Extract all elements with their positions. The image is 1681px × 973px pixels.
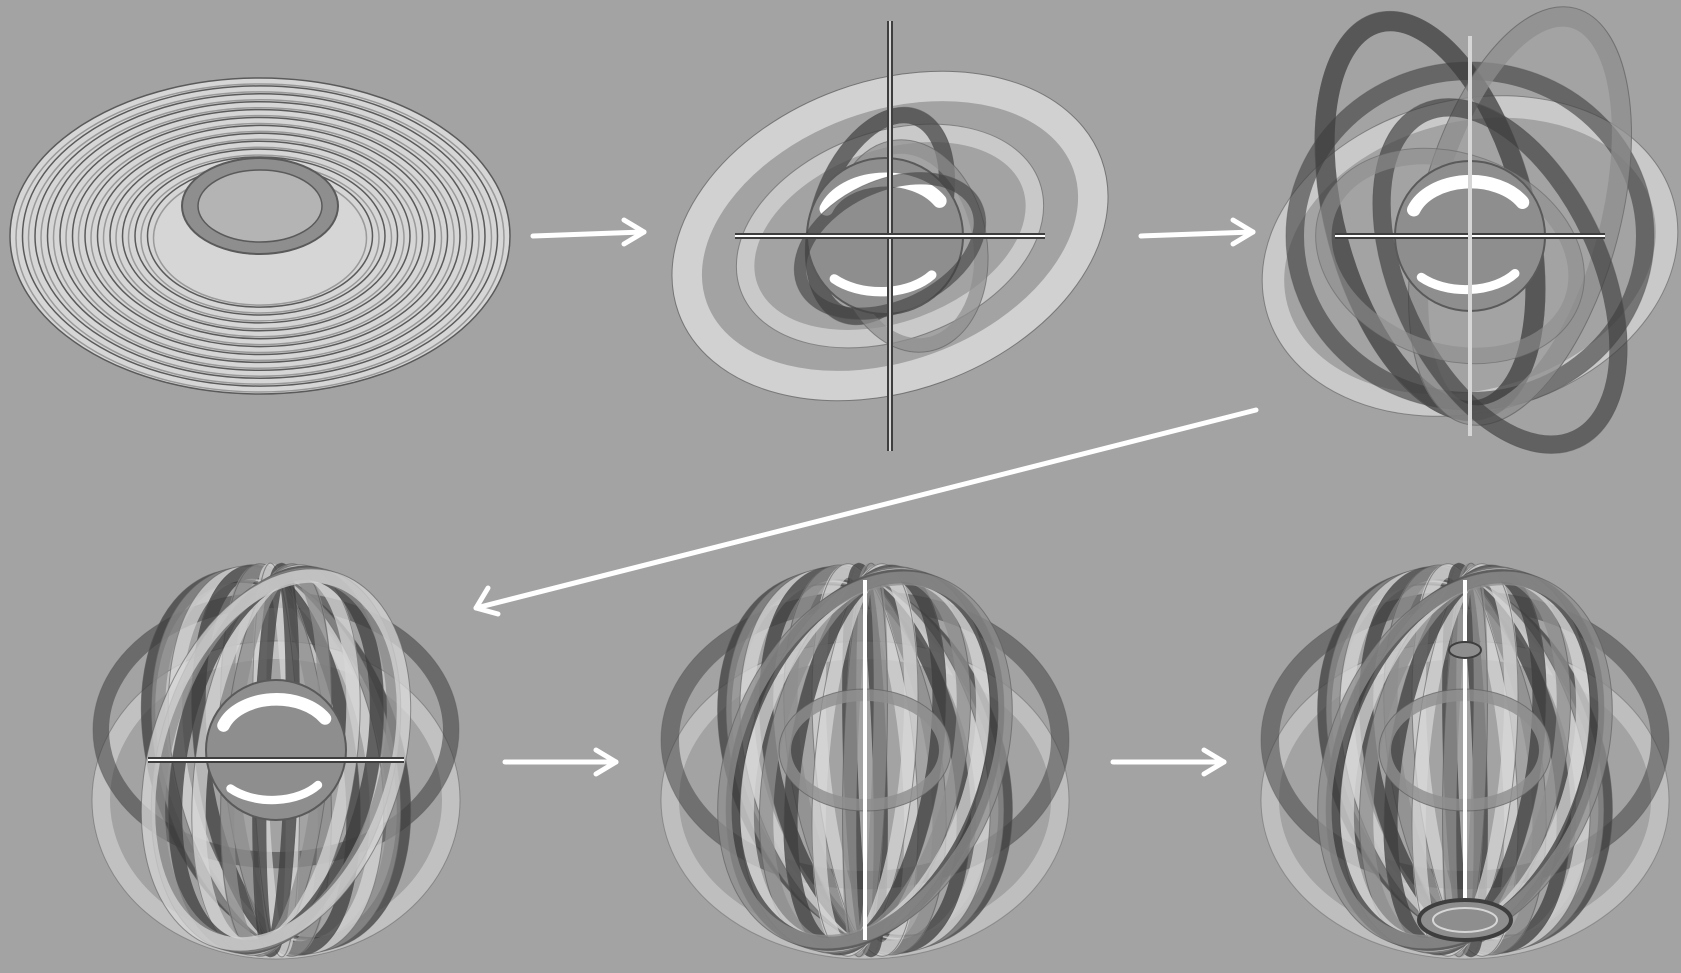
stage-1-flat-rings [10,78,510,394]
center-ring-inner [198,170,322,242]
top-hub [1449,642,1481,658]
